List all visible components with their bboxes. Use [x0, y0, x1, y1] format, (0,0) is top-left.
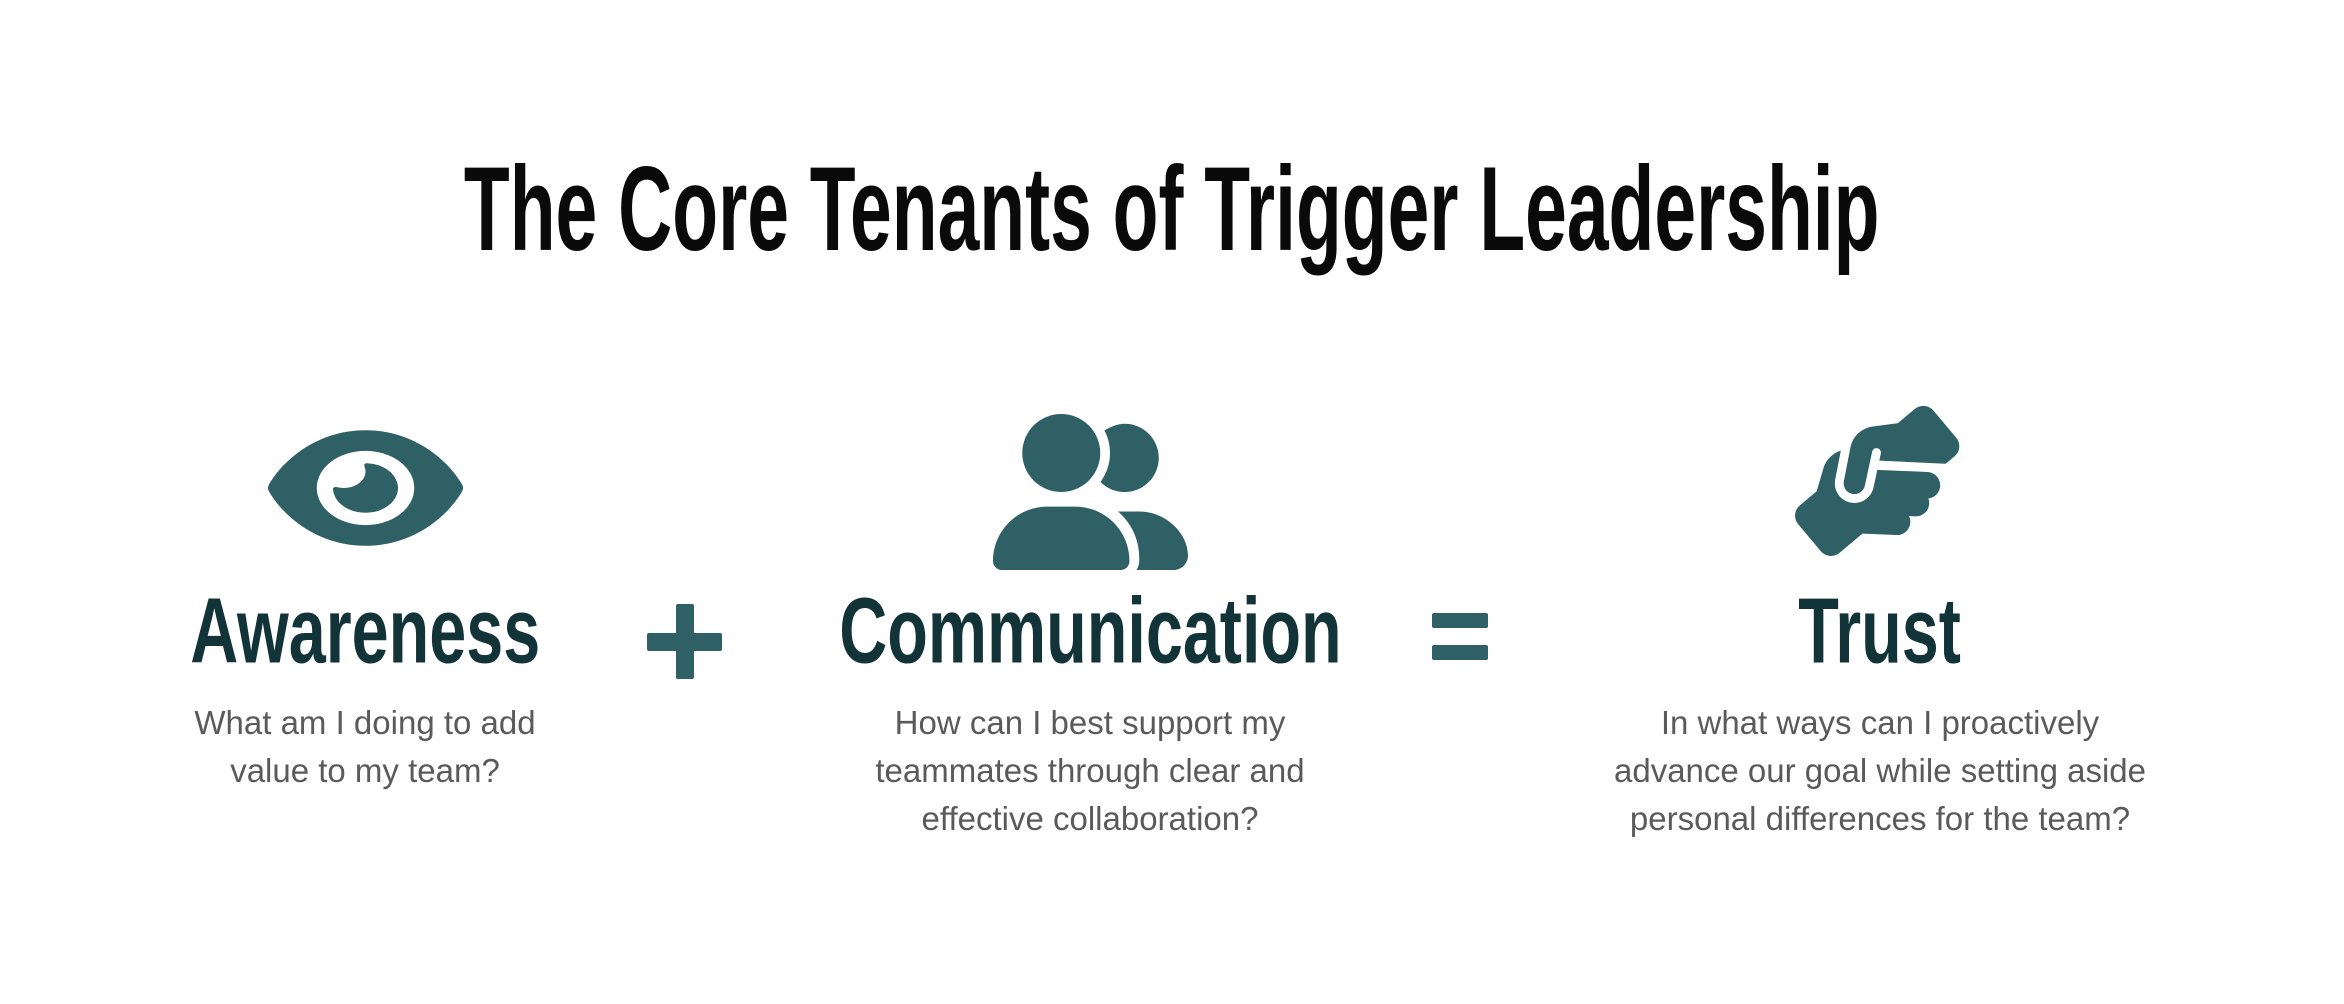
trust-heading-text: Trust	[1798, 578, 1962, 683]
trust-heading: Trust	[1530, 584, 2230, 677]
awareness-heading: Awareness	[85, 584, 645, 677]
trust-description: In what ways can I proactively advance o…	[1613, 704, 2146, 837]
awareness-column: Awareness What am I doing to add value t…	[85, 400, 645, 795]
page-title: The Core Tenants of Trigger Leadership	[0, 149, 2344, 269]
equals-bottom-bar	[1432, 645, 1488, 660]
communication-heading-text: Communication	[838, 578, 1342, 683]
awareness-heading-text: Awareness	[190, 578, 540, 683]
equals-operator	[1432, 613, 1488, 660]
communication-heading: Communication	[780, 584, 1400, 677]
people-icon	[992, 414, 1188, 570]
page-title-text: The Core Tenants of Trigger Leadership	[464, 141, 1880, 277]
communication-column: Communication How can I best support my …	[780, 400, 1400, 843]
plus-vertical-bar	[675, 604, 694, 679]
communication-description: How can I best support my teammates thro…	[875, 704, 1305, 837]
handshake-icon	[1795, 405, 1960, 556]
eye-icon	[267, 430, 463, 546]
trust-icon-box	[1530, 400, 2230, 570]
awareness-icon-box	[85, 400, 645, 570]
communication-icon-box	[780, 400, 1400, 570]
awareness-description: What am I doing to add value to my team?	[194, 704, 536, 789]
trust-column: Trust In what ways can I proactively adv…	[1530, 400, 2230, 843]
equals-top-bar	[1432, 613, 1488, 628]
plus-operator	[647, 604, 722, 679]
